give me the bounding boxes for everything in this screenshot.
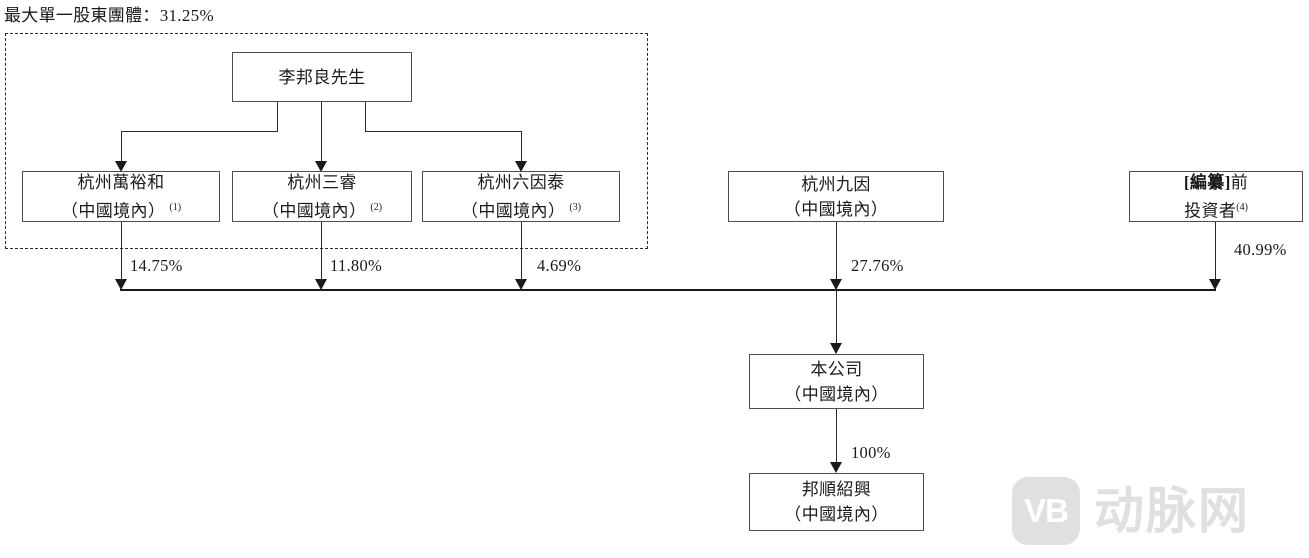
node-shareholder-2: 杭州三睿 （中國境內）(2) [232,171,412,222]
connector-company-to-subsidiary [836,409,837,471]
node-shareholder-1-note: (1) [169,201,182,213]
stem-shareholder-1 [121,222,122,289]
watermark-logo-icon: VB [1012,477,1080,545]
arrowhead-to-company [830,343,842,354]
watermark: VB 动脉网 [1012,477,1250,545]
node-shareholder-3-note: (3) [569,201,582,213]
stem-shareholder-4 [836,222,837,289]
connector-down-to-shareholder-3 [521,131,522,168]
connector-drop-center [321,102,322,168]
connector-bus-to-company [836,289,837,353]
node-shareholder-1-jurisdiction: （中國境內）(1) [60,201,182,221]
arrowhead-to-shareholder-2 [315,161,327,172]
page-title: 最大單一股東團體：31.25% [4,6,214,25]
node-shareholder-4: 杭州九因 （中國境內） [728,171,944,222]
arrowhead-bus-shareholder-1 [115,279,127,290]
node-company: 本公司 （中國境內） [749,354,924,409]
node-controller-name: 李邦良先生 [278,67,366,87]
node-subsidiary-name: 邦順紹興 [801,480,872,499]
arrowhead-bus-shareholder-2 [315,279,327,290]
node-shareholder-3: 杭州六因泰 （中國境內）(3) [422,171,620,222]
node-subsidiary: 邦順紹興 （中國境內） [749,473,924,531]
percent-shareholder-4: 27.76% [851,256,904,275]
connector-drop-left [277,102,278,131]
node-company-name: 本公司 [810,359,863,379]
node-shareholder-3-jurisdiction: （中國境內）(3) [460,201,582,221]
percent-subsidiary: 100% [851,443,891,462]
node-shareholder-5-note: (4) [1236,201,1248,213]
arrowhead-bus-shareholder-5 [1209,279,1221,290]
node-shareholder-5-name: [編纂]前 [1183,172,1249,192]
shareholding-bus-line [120,289,1216,291]
node-shareholder-5-tag: [編纂] [1183,172,1231,192]
stem-shareholder-2 [321,222,322,289]
node-shareholder-2-jurisdiction: （中國境內）(2) [261,201,383,221]
node-company-jurisdiction: （中國境內） [784,384,889,404]
node-shareholder-2-name: 杭州三睿 [287,172,357,192]
arrowhead-bus-shareholder-3 [515,279,527,290]
node-shareholder-5: [編纂]前 投資者(4) [1129,171,1303,222]
connector-down-to-shareholder-1 [121,131,122,168]
arrowhead-to-subsidiary [830,462,842,473]
percent-shareholder-1: 14.75% [130,256,183,275]
connector-drop-right [365,102,366,131]
node-subsidiary-jurisdiction: （中國境內） [784,505,889,524]
node-shareholder-1-name: 杭州萬裕和 [77,172,165,192]
node-shareholder-4-name: 杭州九因 [801,174,871,194]
node-controller: 李邦良先生 [232,52,412,102]
connector-run-right [365,131,522,132]
connector-run-left [121,131,278,132]
arrowhead-bus-shareholder-4 [830,279,842,290]
stem-shareholder-3 [521,222,522,289]
controlling-shareholder-group-boundary [5,33,648,249]
node-shareholder-1: 杭州萬裕和 （中國境內）(1) [22,171,220,222]
node-shareholder-4-jurisdiction: （中國境內） [783,199,889,219]
node-shareholder-2-note: (2) [370,201,383,213]
arrowhead-to-shareholder-1 [115,161,127,172]
node-shareholder-5-jurisdiction: 投資者(4) [1184,201,1248,221]
watermark-text: 动脉网 [1094,483,1250,539]
percent-shareholder-5: 40.99% [1234,240,1287,259]
node-shareholder-3-name: 杭州六因泰 [477,172,565,192]
percent-shareholder-2: 11.80% [330,256,383,275]
stem-shareholder-5 [1215,222,1216,289]
percent-shareholder-3: 4.69% [537,256,582,275]
arrowhead-to-shareholder-3 [515,161,527,172]
